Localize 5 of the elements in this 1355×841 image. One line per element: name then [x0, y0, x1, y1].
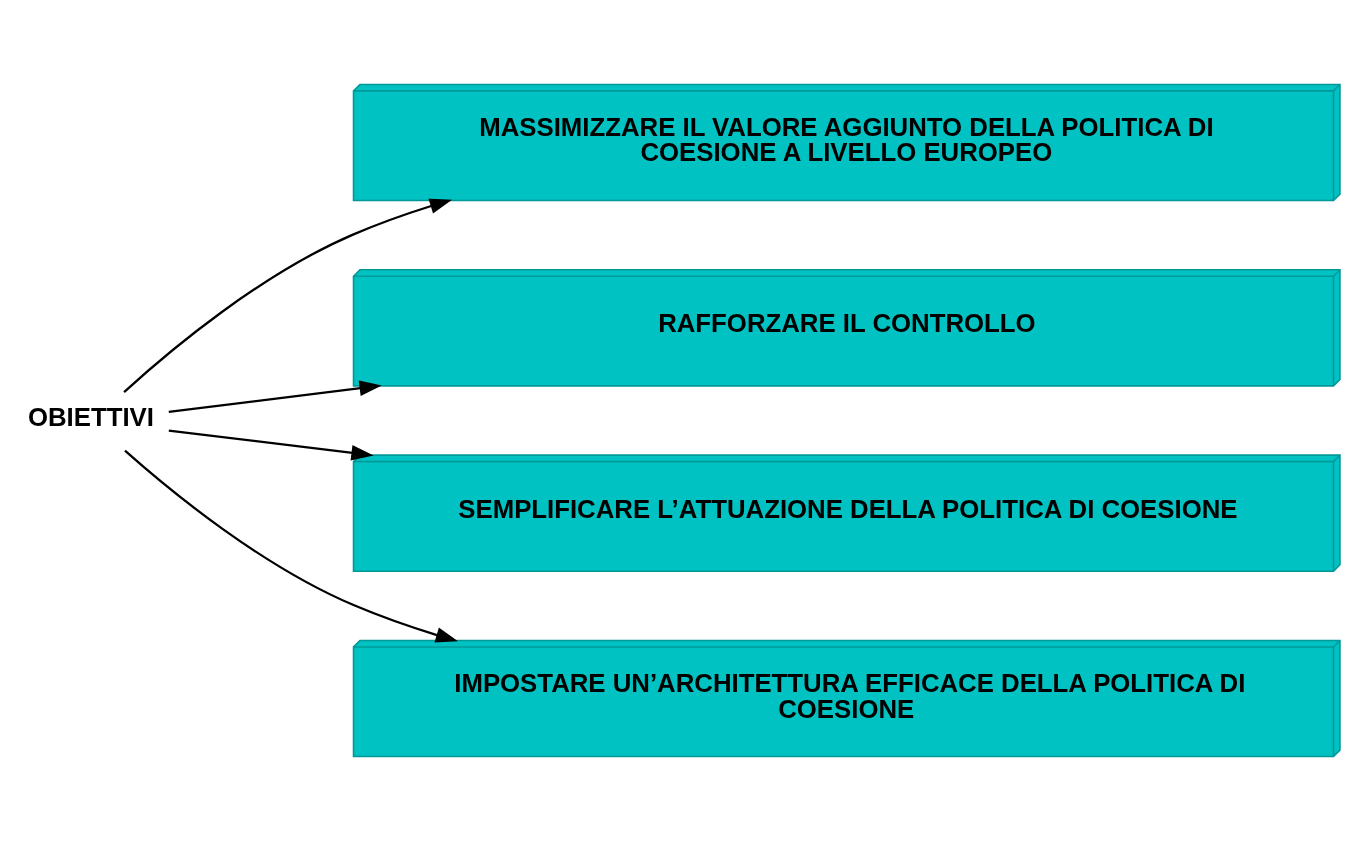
- arrow: [124, 449, 459, 643]
- arrow: [123, 198, 453, 393]
- arrow: [168, 429, 374, 461]
- arrow: [168, 380, 382, 414]
- node-text: OBIETTIVI: [27, 402, 154, 431]
